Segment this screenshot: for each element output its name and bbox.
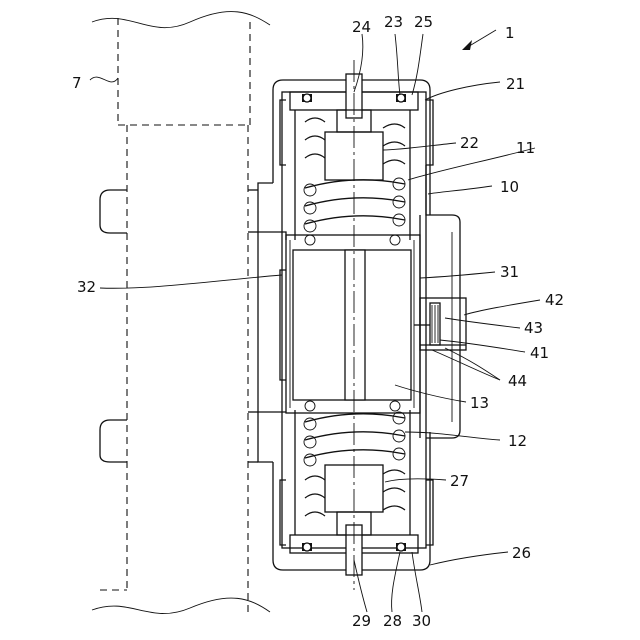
label-13: 13 <box>470 394 489 412</box>
break-line-bottom <box>92 598 270 614</box>
label-12: 12 <box>508 432 527 450</box>
member-7-dashed <box>90 12 270 614</box>
label-22: 22 <box>460 134 479 152</box>
label-25: 25 <box>414 13 433 31</box>
label-41: 41 <box>530 344 549 362</box>
label-26: 26 <box>512 544 531 562</box>
label-7: 7 <box>72 74 82 92</box>
break-line-top <box>92 12 270 28</box>
arrow-1-head <box>462 40 472 50</box>
label-44: 44 <box>508 372 527 390</box>
label-32: 32 <box>77 278 96 296</box>
label-29: 29 <box>352 612 371 630</box>
leader-7-wave <box>90 77 118 82</box>
label-23: 23 <box>384 13 403 31</box>
base-plate <box>100 80 430 570</box>
label-43: 43 <box>524 319 543 337</box>
leader-lines <box>100 30 540 612</box>
label-21: 21 <box>506 75 525 93</box>
label-30: 30 <box>412 612 431 630</box>
label-10: 10 <box>500 178 519 196</box>
left-bulge <box>280 270 286 380</box>
label-1: 1 <box>505 24 515 42</box>
spring-upper <box>304 118 405 232</box>
label-24: 24 <box>352 18 371 36</box>
label-31: 31 <box>500 263 519 281</box>
label-42: 42 <box>545 291 564 309</box>
rotor-shaft <box>345 250 365 400</box>
label-11: 11 <box>516 139 535 157</box>
label-27: 27 <box>450 472 469 490</box>
label-28: 28 <box>383 612 402 630</box>
spring-lower <box>304 412 405 516</box>
reference-labels: 1 7 24 23 25 21 22 11 10 31 32 42 43 41 … <box>72 13 564 630</box>
